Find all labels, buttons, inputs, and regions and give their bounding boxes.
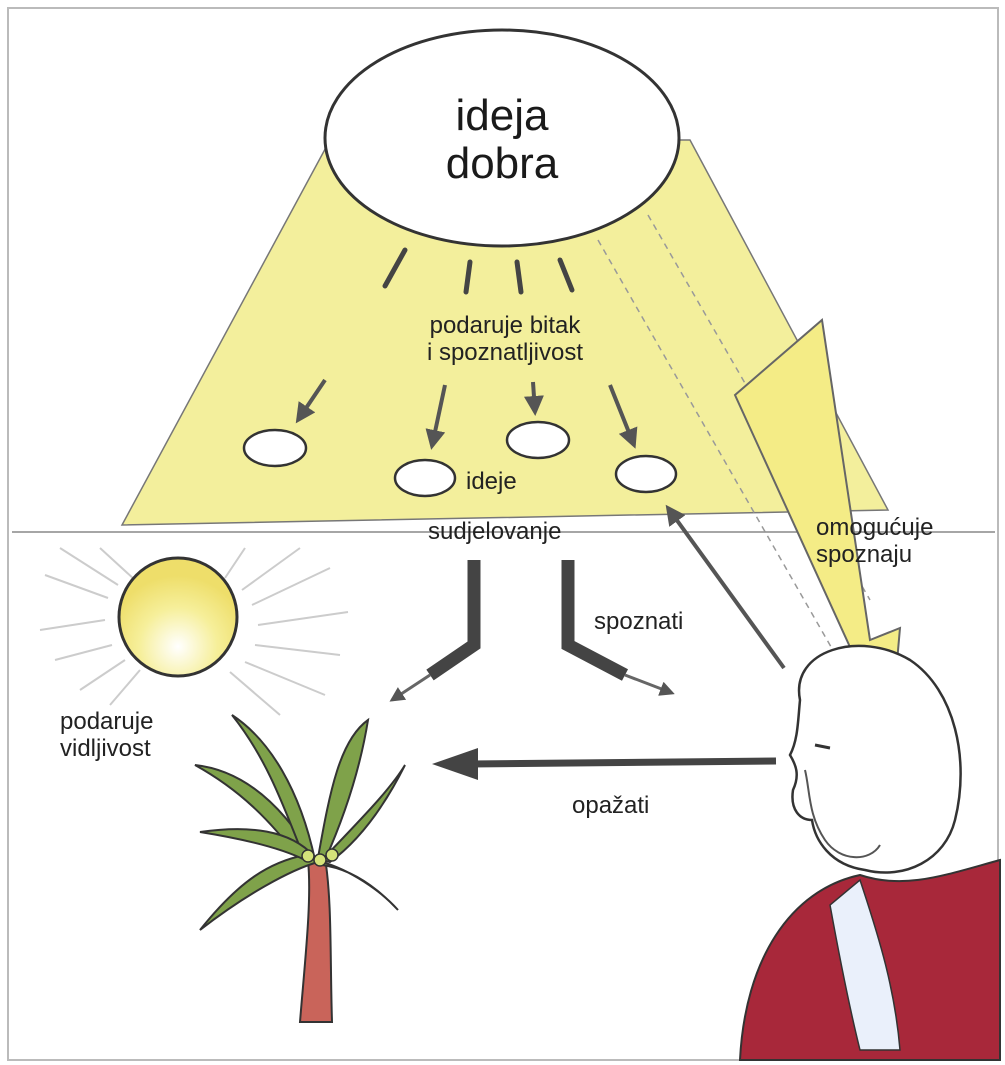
- gives-visibility-label: podaruje vidljivost: [60, 708, 154, 762]
- beard: [804, 769, 881, 859]
- man-figure: [738, 644, 1001, 1061]
- to-know-label: spoznati: [594, 608, 684, 635]
- to-perceive-label: opažati: [572, 792, 650, 819]
- palm-trunk: [298, 856, 334, 1023]
- eye: [814, 743, 831, 750]
- ideas-label: ideje: [466, 468, 517, 495]
- perceive-arrow-shaft: [469, 757, 777, 768]
- palm-tree: [194, 714, 406, 1023]
- enables-knowledge-label: omogućuje spoznaju: [816, 514, 934, 568]
- participation-arrows: [426, 560, 629, 681]
- participation-arrowheads: [389, 673, 675, 702]
- idea-of-good-ellipse: [323, 28, 681, 248]
- sun: [117, 556, 239, 678]
- tunic: [829, 878, 901, 1051]
- idea-ellipse: [614, 454, 678, 494]
- sun-rays: [39, 547, 349, 716]
- idea-of-good-label: ideja dobra: [445, 91, 559, 188]
- know-arrow: [665, 504, 786, 670]
- gives-being-label: podaruje bitak i spoznatljivost: [426, 312, 584, 366]
- perceive-arrowhead: [432, 748, 478, 780]
- radiating-strokes: [382, 247, 575, 295]
- idea-ellipse: [242, 428, 308, 468]
- idea-ellipse: [393, 458, 457, 498]
- head: [788, 644, 962, 874]
- participation-label: sudjelovanje: [428, 518, 562, 545]
- ideas-group: [242, 420, 678, 498]
- frame: [7, 7, 999, 1061]
- giving-arrows: [295, 378, 638, 450]
- dashed-ray: [597, 239, 851, 681]
- idea-ellipse: [505, 420, 571, 460]
